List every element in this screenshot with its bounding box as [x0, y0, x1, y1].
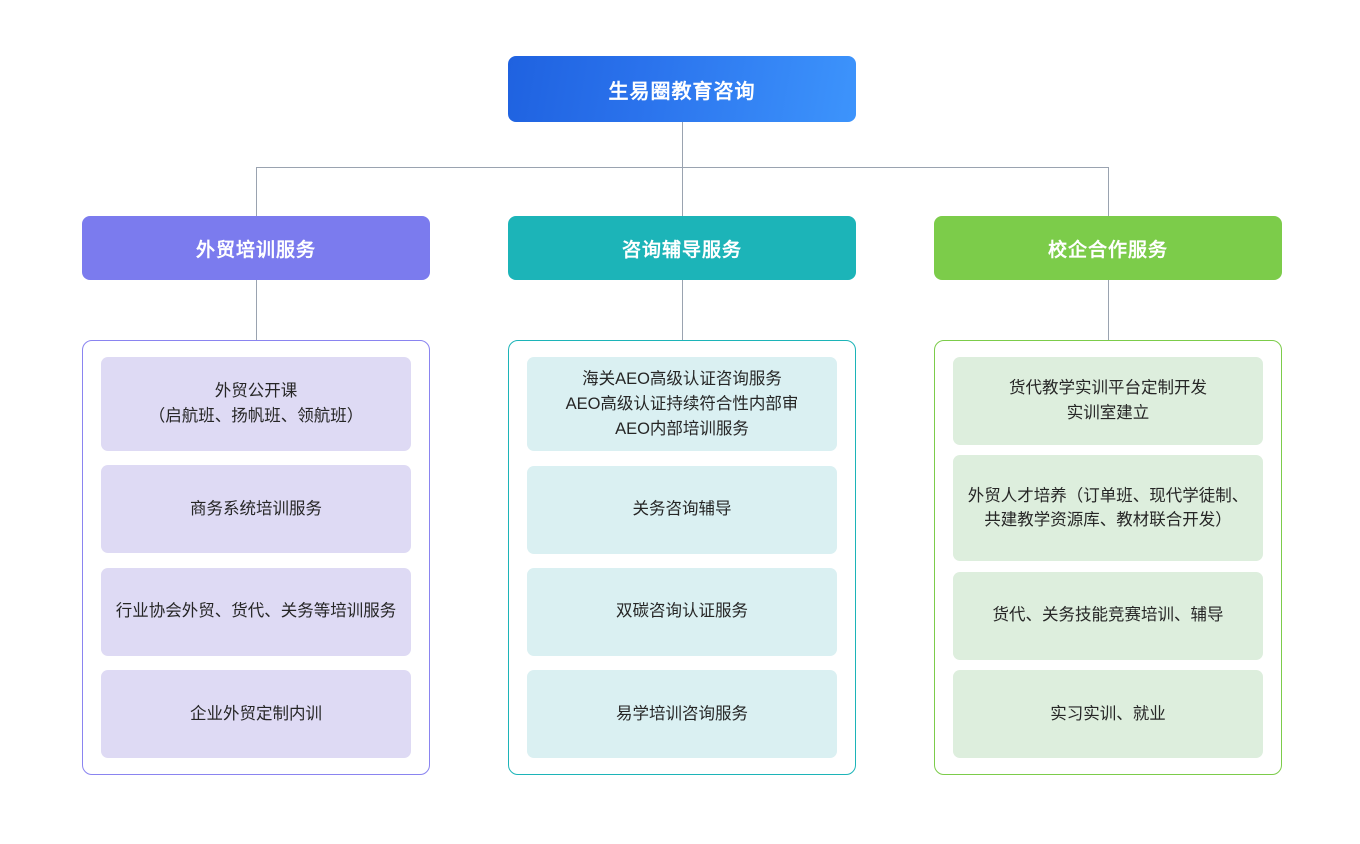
branch-container-waimao-peixun: 外贸公开课 （启航班、扬帆班、领航班） 商务系统培训服务 行业协会外贸、货代、关…	[82, 340, 430, 775]
connector-branch-2-to-box	[1108, 280, 1109, 340]
leaf-item[interactable]: 易学培训咨询服务	[527, 670, 837, 758]
leaf-item[interactable]: 外贸人才培养（订单班、现代学徒制、共建教学资源库、教材联合开发）	[953, 455, 1263, 562]
branch-container-zixun-fudao: 海关AEO高级认证咨询服务 AEO高级认证持续符合性内部审 AEO内部培训服务 …	[508, 340, 856, 775]
leaf-item[interactable]: 外贸公开课 （启航班、扬帆班、领航班）	[101, 357, 411, 451]
connector-branch-1-to-box	[682, 280, 683, 340]
leaf-item[interactable]: 货代教学实训平台定制开发 实训室建立	[953, 357, 1263, 445]
leaf-item[interactable]: 企业外贸定制内训	[101, 669, 411, 758]
connector-branch-2-drop	[1108, 167, 1109, 216]
root-node[interactable]: 生易圈教育咨询	[508, 56, 856, 122]
branch-container-xiaoqi-hezuo: 货代教学实训平台定制开发 实训室建立 外贸人才培养（订单班、现代学徒制、共建教学…	[934, 340, 1282, 775]
leaf-item[interactable]: 行业协会外贸、货代、关务等培训服务	[101, 567, 411, 656]
branch-header-xiaoqi-hezuo[interactable]: 校企合作服务	[934, 216, 1282, 280]
connector-branch-0-drop	[256, 167, 257, 216]
leaf-item[interactable]: 海关AEO高级认证咨询服务 AEO高级认证持续符合性内部审 AEO内部培训服务	[527, 357, 837, 452]
leaf-item[interactable]: 商务系统培训服务	[101, 465, 411, 554]
branch-header-zixun-fudao[interactable]: 咨询辅导服务	[508, 216, 856, 280]
connector-root-stem	[682, 122, 683, 167]
leaf-item[interactable]: 实习实训、就业	[953, 669, 1263, 758]
connector-branch-1-drop	[682, 167, 683, 216]
leaf-item[interactable]: 双碳咨询认证服务	[527, 567, 837, 656]
leaf-item[interactable]: 关务咨询辅导	[527, 465, 837, 554]
connector-branch-0-to-box	[256, 280, 257, 340]
branch-header-waimao-peixun[interactable]: 外贸培训服务	[82, 216, 430, 280]
leaf-item[interactable]: 货代、关务技能竞赛培训、辅导	[953, 571, 1263, 660]
